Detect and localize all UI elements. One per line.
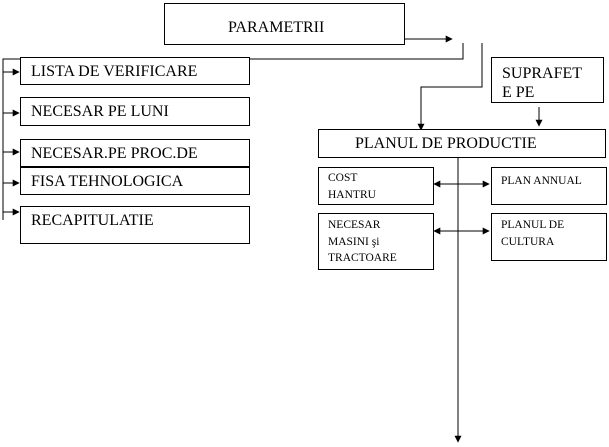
fisa-tehnologica-box — [20, 167, 250, 195]
suprafete-line2: E PE — [502, 84, 535, 101]
parametrii-box — [164, 3, 405, 45]
necesar-masini-line3: TRACTOARE — [328, 252, 397, 265]
fisa-tehnologica-label: FISA TEHNOLOGICA — [31, 173, 184, 190]
plan-annual-label: PLAN ANNUAL — [501, 175, 582, 187]
planul-cultura-line1: PLANUL DE — [501, 219, 565, 231]
recapitulatie-box — [20, 206, 250, 244]
necesar-pe-luni-label: NECESAR PE LUNI — [31, 103, 169, 120]
planul-de-cultura-box — [491, 213, 607, 261]
parametrii-label: PARAMETRII — [228, 19, 325, 36]
necesar-masini-line1: NECESAR — [328, 219, 381, 231]
necesar-pe-luni-box — [20, 97, 250, 126]
necesar-pe-proc-box — [20, 139, 250, 167]
necesar-masini-box — [318, 213, 434, 270]
necesar-pe-proc-label: NECESAR.PE PROC.DE — [31, 145, 198, 162]
plan-annual-box — [491, 167, 607, 205]
arrow-to-planul-productie — [417, 43, 483, 131]
suprafete-line1: SUPRAFET — [502, 65, 583, 82]
planul-cultura-line2: CULTURA — [501, 235, 555, 248]
necesar-masini-line2: MASINI şi — [328, 235, 380, 248]
cost-hantru-label: COST HANTRU — [328, 170, 376, 203]
suprafete-box — [491, 57, 604, 103]
necesar-masini-label: NECESAR MASINI şi TRACTOARE — [328, 217, 397, 267]
lista-de-verificare-box — [20, 57, 250, 85]
planul-de-productie-box — [318, 129, 606, 158]
cost-line1: COST — [328, 172, 358, 184]
planul-de-cultura-label: PLANUL DE CULTURA — [501, 217, 564, 250]
recapitulatie-label: RECAPITULATIE — [31, 212, 154, 229]
lista-de-verificare-label: LISTA DE VERIFICARE — [31, 63, 198, 80]
planul-de-productie-label: PLANUL DE PRODUCTIE — [355, 135, 537, 152]
cost-line2: HANTRU — [328, 188, 376, 201]
cost-hantru-box — [318, 167, 434, 205]
